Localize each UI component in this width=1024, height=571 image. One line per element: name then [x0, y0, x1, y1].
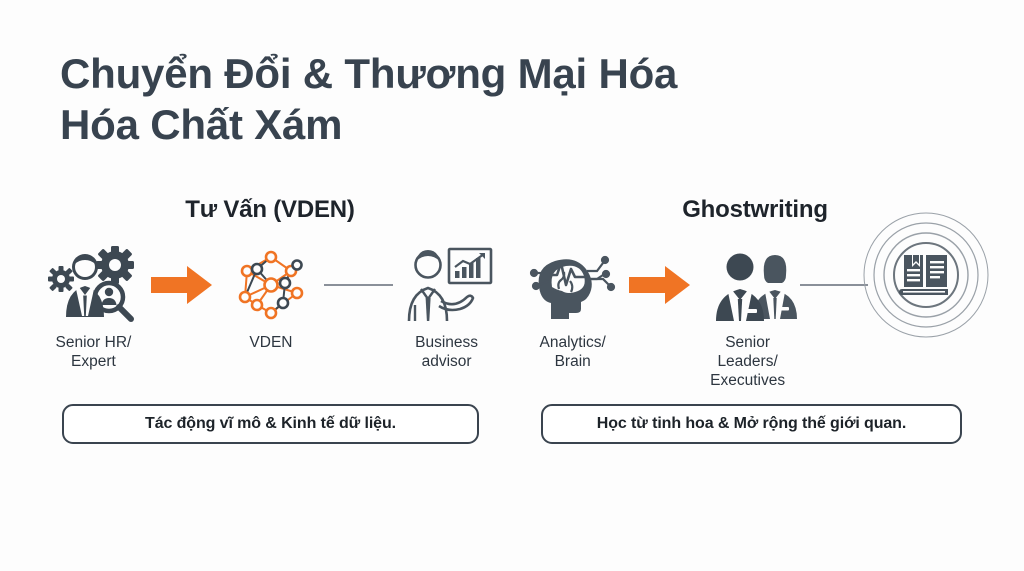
node-label: Business advisor — [415, 334, 479, 370]
connector-line — [800, 242, 868, 328]
column-heading-ghostwriting: Ghostwriting — [682, 196, 828, 223]
column-heading-consulting: Tư Vấn (VDEN) — [185, 196, 355, 223]
book-rings-icon — [862, 212, 990, 339]
connector-line-stroke — [800, 284, 868, 286]
flow-ghostwriting: Analytics/ Brain — [520, 212, 990, 392]
orange-arrow-icon — [147, 242, 218, 328]
page-title: Chuyển Đổi & Thương Mại Hóa Hóa Chất Xám — [60, 48, 820, 150]
node-knowledge-book — [862, 212, 990, 338]
node-label: Senior Leaders/ Executives — [710, 334, 786, 389]
flow-consulting: Senior HR/ Expert — [40, 242, 500, 392]
network-graph-icon — [231, 242, 311, 328]
node-vden: VDEN — [218, 242, 325, 353]
node-analytics-brain: Analytics/ Brain — [520, 242, 625, 372]
node-label: VDEN — [249, 334, 293, 351]
page-title-line-1: Chuyển Đổi & Thương Mại Hóa — [60, 50, 678, 97]
node-label: Senior HR/ Expert — [55, 334, 132, 370]
column-consulting: Tư Vấn (VDEN) — [40, 196, 500, 392]
executives-pair-icon — [698, 242, 798, 328]
column-ghostwriting: Ghostwriting — [520, 196, 990, 392]
node-senior-leaders: Senior Leaders/ Executives — [695, 242, 800, 391]
callout-text: Học từ tinh hoa & Mở rộng thế giới quan. — [596, 415, 907, 432]
callout-consulting: Tác động vĩ mô & Kinh tế dữ liệu. — [62, 404, 479, 444]
node-business-advisor: Business advisor — [393, 242, 500, 372]
business-advisor-chart-icon — [401, 242, 493, 328]
orange-arrow-icon — [625, 242, 695, 328]
brain-analytics-head-icon — [527, 242, 619, 328]
callout-ghostwriting: Học từ tinh hoa & Mở rộng thế giới quan. — [541, 404, 962, 444]
connector-line-stroke — [324, 284, 394, 286]
node-label: Analytics/ Brain — [539, 334, 606, 370]
expert-gears-search-icon — [47, 242, 139, 328]
page-title-line-2: Hóa Chất Xám — [60, 101, 343, 149]
node-senior-hr-expert: Senior HR/ Expert — [40, 242, 147, 372]
connector-line — [324, 242, 394, 328]
callout-text: Tác động vĩ mô & Kinh tế dữ liệu. — [145, 415, 396, 432]
